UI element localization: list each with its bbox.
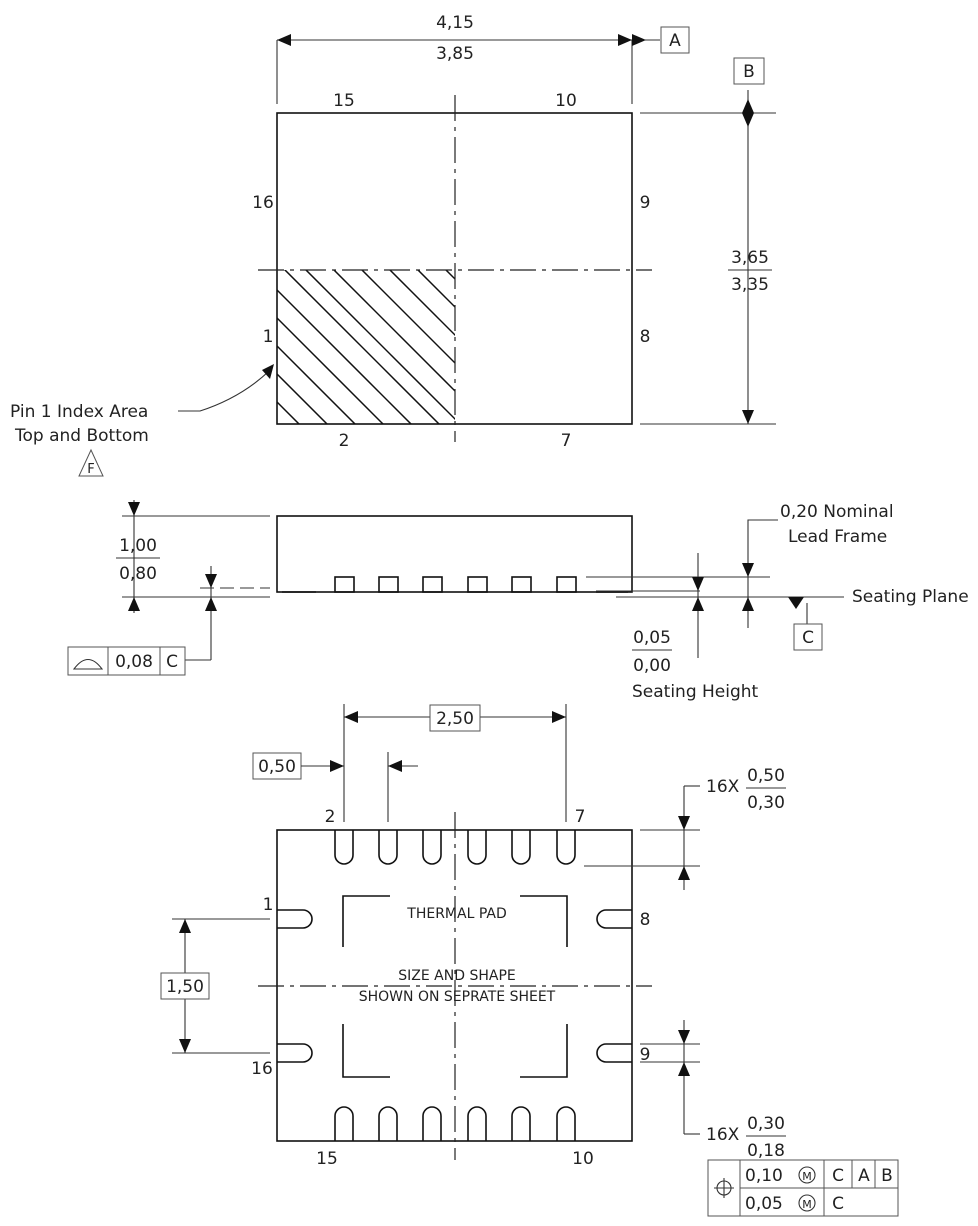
width-max-label: 4,15	[436, 13, 474, 33]
lead-length-min: 0,30	[747, 793, 785, 813]
datum-b-label: B	[743, 62, 755, 82]
side-view: 1,00 0,80 0,08 C 0,20 Nominal Lead Frame	[67, 500, 969, 702]
position-datum-c-2: C	[832, 1194, 844, 1214]
thermal-pad-outline	[342, 895, 568, 1078]
pitch-span-label: 2,50	[436, 709, 474, 729]
datum-a-box	[660, 26, 690, 54]
lead-length-max: 0,50	[747, 766, 785, 786]
mmc-modifier-1: M	[802, 1170, 812, 1183]
bottom-bottom-row-leads	[334, 1106, 576, 1141]
top-view: 4,15 3,85 A B 3,65 3,35 15 10 16 9 1 8 2…	[10, 13, 776, 477]
bottom-pin-16: 16	[251, 1059, 273, 1079]
bottom-pin-2: 2	[325, 807, 336, 827]
note-flag-triangle	[78, 448, 104, 477]
top-pin-9: 9	[640, 193, 651, 213]
top-pin-16: 16	[252, 193, 274, 213]
bottom-pin-1: 1	[263, 895, 274, 915]
standoff-max-label: 0,05	[633, 628, 671, 648]
lead-width-max: 0,30	[747, 1114, 785, 1134]
seating-plane-datum-triangle	[788, 597, 804, 609]
datum-b-box	[733, 57, 765, 85]
bottom-view: THERMAL PAD SIZE AND SHAPE SHOWN ON SEPR…	[160, 704, 899, 1217]
bottom-pin-7: 7	[575, 807, 586, 827]
height-max-label: 3,65	[731, 248, 769, 268]
standoff-min-label: 0,00	[633, 656, 671, 676]
note-flag-label: F	[87, 462, 94, 477]
bottom-pin-15: 15	[316, 1149, 338, 1169]
side-height-min-label: 0,80	[119, 564, 157, 584]
datum-a-label: A	[669, 31, 681, 51]
thermal-pad-label: THERMAL PAD	[406, 906, 506, 922]
coplanarity-frame: 0,08 C	[67, 646, 186, 676]
bottom-top-row-leads	[334, 830, 576, 865]
position-datum-a: A	[858, 1166, 870, 1186]
top-pin-15: 15	[333, 91, 355, 111]
datum-c-box	[793, 623, 823, 651]
datum-c-label: C	[802, 628, 814, 648]
bottom-pin-9: 9	[640, 1045, 651, 1065]
width-min-label: 3,85	[436, 44, 474, 64]
top-pin-8: 8	[640, 327, 651, 347]
size-shape-line1: SIZE AND SHAPE	[398, 968, 515, 984]
bottom-pin-8: 8	[640, 910, 651, 930]
top-pin-7: 7	[561, 431, 572, 451]
side-view-body	[276, 515, 633, 593]
top-pin-10: 10	[555, 91, 577, 111]
position-tol-2: 0,05	[745, 1194, 783, 1214]
coplanarity-value: 0,08	[115, 652, 153, 672]
mmc-modifier-2: M	[802, 1198, 812, 1211]
position-datum-c-1: C	[832, 1166, 844, 1186]
position-tol-1: 0,10	[745, 1166, 783, 1186]
height-min-label: 3,35	[731, 275, 769, 295]
lead-width-prefix: 16X	[706, 1125, 740, 1145]
coplanarity-datum: C	[166, 652, 178, 672]
pin1-index-line2: Top and Bottom	[14, 426, 149, 446]
mmc-icon-1	[798, 1166, 816, 1184]
row-span-label: 1,50	[166, 977, 204, 997]
seating-plane-label: Seating Plane	[852, 587, 969, 607]
position-tolerance-frame: 0,10 M C A B 0,05 M C	[707, 1159, 899, 1217]
lead-frame-line2: Lead Frame	[788, 527, 887, 547]
mmc-icon-2	[798, 1194, 816, 1212]
pin1-hatch-area	[277, 270, 455, 424]
bottom-side-leads	[277, 909, 632, 1063]
row-span-box	[160, 972, 210, 1000]
lead-frame-line1: 0,20 Nominal	[780, 502, 894, 522]
pin1-leader	[178, 371, 269, 412]
top-pin-1: 1	[263, 327, 274, 347]
lead-width-min: 0,18	[747, 1141, 785, 1161]
lead-length-prefix: 16X	[706, 777, 740, 797]
side-height-max-label: 1,00	[119, 536, 157, 556]
position-datum-b: B	[881, 1166, 893, 1186]
pitch-label: 0,50	[258, 757, 296, 777]
pitch-span-box	[429, 704, 481, 732]
top-pin-2: 2	[339, 431, 350, 451]
side-leads	[282, 576, 628, 593]
position-symbol-icon	[714, 1178, 734, 1198]
bottom-pin-10: 10	[572, 1149, 594, 1169]
pin1-index-line1: Pin 1 Index Area	[10, 402, 148, 422]
profile-surface-icon	[72, 658, 104, 670]
size-shape-line2: SHOWN ON SEPRATE SHEET	[359, 989, 556, 1005]
seating-height-label: Seating Height	[632, 682, 759, 702]
